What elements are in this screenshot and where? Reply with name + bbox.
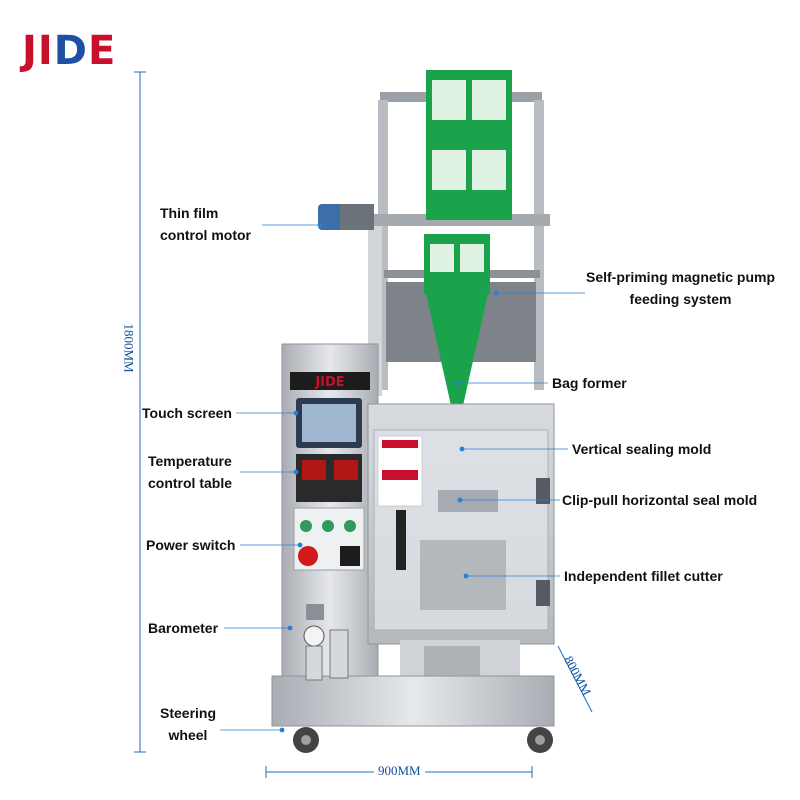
logo-letter: I	[37, 28, 54, 74]
label-power-switch: Power switch	[146, 537, 236, 553]
label-pump-feeding: Self-priming magnetic pump feeding syste…	[586, 266, 775, 310]
label-steering-line2: wheel	[168, 727, 208, 743]
panel-logo-text: JIDE	[314, 375, 344, 390]
leader-lines	[220, 222, 585, 733]
label-thin-film-motor-line1: Thin film	[160, 205, 219, 221]
logo-letter: D	[53, 28, 88, 74]
bag-former-cone	[426, 294, 488, 410]
film-motor	[318, 204, 374, 230]
logo-letter: E	[87, 28, 117, 74]
label-touch-screen: Touch screen	[142, 405, 232, 421]
brand-logo: JIDE	[22, 28, 116, 74]
label-bag-former: Bag former	[552, 375, 627, 391]
air-filter-regulator	[303, 604, 349, 681]
label-steering-line1: Steering	[160, 705, 217, 721]
packaging-film	[424, 70, 512, 570]
dimension-width: 900MM	[374, 763, 425, 779]
logo-letter: J	[22, 28, 38, 74]
caster-wheels	[293, 727, 553, 753]
power-switch-knob	[298, 546, 318, 566]
label-temperature-line2: control table	[148, 475, 233, 491]
label-barometer: Barometer	[148, 620, 219, 636]
label-thin-film-motor-line2: control motor	[160, 227, 251, 243]
label-steering-wheel: Steering wheel	[160, 702, 216, 746]
label-thin-film-motor: Thin film control motor	[160, 202, 251, 246]
machine-base	[271, 640, 555, 727]
label-vertical-sealing: Vertical sealing mold	[572, 441, 712, 457]
sealing-chamber	[367, 403, 555, 645]
brand-logo-text: JIDE	[22, 28, 116, 74]
label-pump-feeding-line1: Self-priming magnetic pump	[586, 269, 776, 285]
control-cabinet	[281, 343, 379, 683]
label-fillet-cutter: Independent fillet cutter	[564, 568, 723, 584]
dimension-height: 1800MM	[121, 323, 137, 373]
label-temperature-line1: Temperature	[148, 453, 232, 469]
label-pump-feeding-line2: feeding system	[629, 291, 732, 307]
label-horizontal-seal: Clip-pull horizontal seal mold	[562, 492, 758, 508]
label-temperature-table: Temperature control table	[148, 450, 232, 494]
